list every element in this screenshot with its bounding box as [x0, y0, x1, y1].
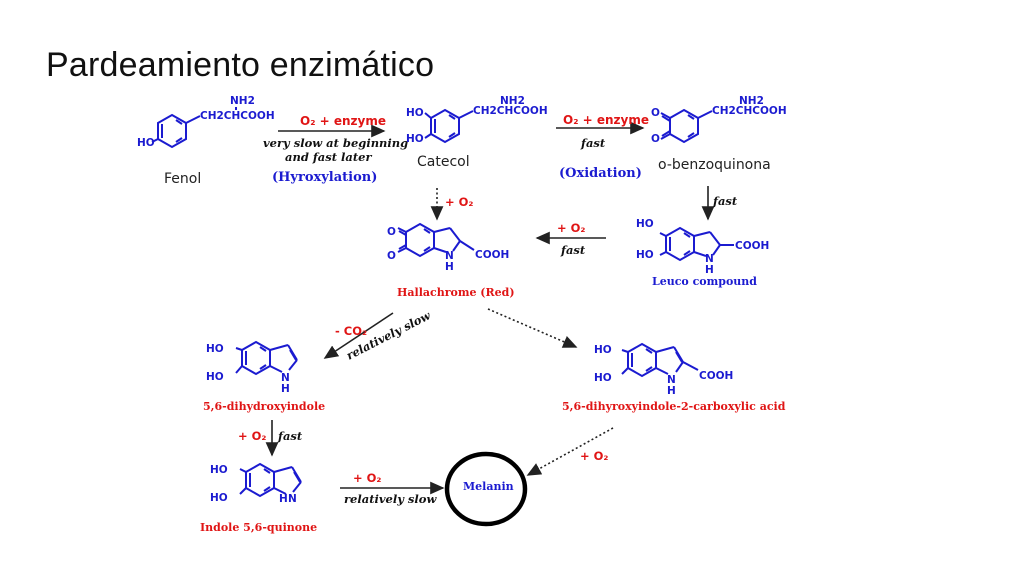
atom-h: H: [705, 264, 714, 276]
label-fenol: Fenol: [164, 171, 202, 187]
molecule-dhi: HO HO N H 5,6-dihydroxyindole: [203, 340, 325, 413]
step-dhica-to-melanin: + O₂: [526, 427, 614, 476]
condition-very-slow: very slow at beginning: [263, 136, 408, 150]
molecule-fenol: HO CH2CHCOOH NH2: [137, 95, 275, 149]
atom-o: O: [387, 226, 396, 238]
stage-hydroxylation: (Hyroxylation): [272, 170, 377, 185]
atom-ho: HO: [636, 218, 654, 230]
atom-cooh: COOH: [735, 240, 769, 252]
atom-o: O: [651, 133, 660, 145]
atom-o: O: [651, 107, 660, 119]
atom-nh2: NH2: [230, 95, 255, 107]
molecule-dhica: HO HO N H COOH 5,6-dihyroxyindole-2-carb…: [562, 342, 786, 413]
atom-ho: HO: [210, 492, 228, 504]
step-oxidation: O₂ + enzyme fast (Oxidation): [556, 113, 649, 181]
atom-side-chain: CH2CHCOOH: [712, 105, 787, 117]
atom-nh2: NH2: [500, 95, 525, 107]
atom-ho: HO: [594, 372, 612, 384]
atom-ho: HO: [636, 249, 654, 261]
step-hydroxylation: O₂ + enzyme very slow at beginning and f…: [263, 114, 408, 185]
atom-ho: HO: [406, 107, 424, 119]
label-hallachrome: Hallachrome (Red): [397, 286, 515, 299]
reagent-o2: + O₂: [557, 221, 585, 235]
condition-fast: fast: [560, 243, 586, 257]
label-catecol: Catecol: [417, 154, 470, 170]
atom-ho: HO: [594, 344, 612, 356]
atom-ho: HO: [137, 137, 155, 149]
step-leuco-to-hallachrome: + O₂ fast: [535, 221, 606, 257]
step-cyclization: fast: [701, 186, 738, 221]
atom-ho: HO: [206, 343, 224, 355]
reagent-minus-co2: - CO₂: [335, 324, 367, 338]
atom-n: N: [667, 374, 676, 386]
condition-fast: fast: [277, 429, 303, 443]
label-5-6-dihydroxyindole: 5,6-dihydroxyindole: [203, 400, 325, 413]
reagent-o2: + O₂: [238, 429, 266, 443]
reagent-o2: + O₂: [353, 471, 381, 485]
atom-h: H: [445, 261, 454, 273]
condition-fast: fast: [580, 136, 606, 150]
reagent-o2: + O₂: [445, 195, 473, 209]
atom-o: O: [387, 250, 396, 262]
highlight-circle: [444, 451, 528, 527]
slide-title: Pardeamiento enzimático: [46, 46, 435, 84]
atom-nh2: NH2: [739, 95, 764, 107]
condition-fast: fast: [712, 194, 738, 208]
atom-ho: HO: [210, 464, 228, 476]
molecule-hallachrome: O O N H COOH Hallachrome (Red): [387, 222, 515, 299]
atom-side-chain: CH2CHCOOH: [200, 110, 275, 122]
label-leuco-compound: Leuco compound: [652, 275, 757, 288]
molecule-indole-quinone: HO HO N H Indole 5,6-quinone: [200, 462, 317, 534]
reagent-o2: + O₂: [580, 449, 608, 463]
step-hallachrome-to-dhica: [487, 308, 578, 348]
label-melanin: Melanin: [463, 480, 514, 493]
molecule-leuco-compound: HO HO N H COOH Leuco compound: [636, 218, 769, 288]
melanin-node: Melanin: [444, 451, 528, 527]
label-dhica: 5,6-dihyroxyindole-2-carboxylic acid: [562, 400, 786, 413]
step-quinone-to-melanin: + O₂ relatively slow: [340, 471, 445, 506]
condition-relatively-slow: relatively slow: [344, 492, 437, 506]
atom-n: N: [445, 250, 454, 262]
atom-cooh: COOH: [699, 370, 733, 382]
condition-fast-later: and fast later: [285, 150, 372, 164]
molecule-catecol: HO HO CH2CHCOOH NH2: [406, 95, 548, 145]
atom-n: N: [281, 372, 290, 384]
atom-n: N: [705, 253, 714, 265]
atom-h: H: [281, 383, 290, 395]
label-indole-quinone: Indole 5,6-quinone: [200, 521, 317, 534]
atom-ho: HO: [206, 371, 224, 383]
reagent-o2-enzyme: O₂ + enzyme: [563, 113, 649, 127]
atom-h: H: [279, 493, 288, 505]
label-o-benzoquinona: o-benzoquinona: [658, 157, 771, 173]
atom-cooh: COOH: [475, 249, 509, 261]
atom-h: H: [667, 385, 676, 397]
atom-ho: HO: [406, 133, 424, 145]
step-decarboxylation: - CO₂ relatively slow: [323, 308, 434, 363]
step-catecol-to-hallachrome: + O₂: [430, 188, 473, 221]
atom-n: N: [288, 493, 297, 505]
reagent-o2-enzyme: O₂ + enzyme: [300, 114, 386, 128]
atom-side-chain: CH2CHCOOH: [473, 105, 548, 117]
molecule-o-benzoquinona: O O CH2CHCOOH NH2: [651, 95, 787, 145]
stage-oxidation: (Oxidation): [559, 166, 642, 181]
step-dhi-to-quinone: + O₂ fast: [238, 420, 303, 457]
